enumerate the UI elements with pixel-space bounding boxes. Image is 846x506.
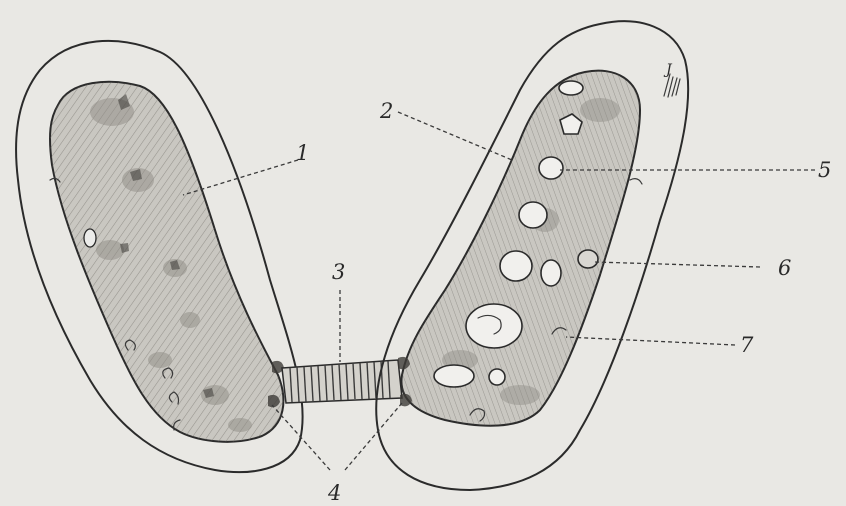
left-cell-granule bbox=[84, 229, 96, 247]
label-2: 2 bbox=[379, 99, 393, 123]
label-4: 4 bbox=[327, 481, 341, 505]
right-cell-granule bbox=[578, 250, 598, 268]
label-7: 7 bbox=[740, 333, 754, 357]
right-cell: J bbox=[376, 21, 688, 490]
conjugation-bridge bbox=[282, 360, 402, 403]
label-5: 5 bbox=[818, 158, 831, 182]
label-3: 3 bbox=[332, 260, 345, 284]
margin-note: J bbox=[663, 62, 680, 97]
label-6: 6 bbox=[778, 256, 791, 280]
left-cell bbox=[16, 41, 303, 472]
svg-text:J: J bbox=[663, 62, 673, 78]
label-1: 1 bbox=[296, 141, 309, 165]
